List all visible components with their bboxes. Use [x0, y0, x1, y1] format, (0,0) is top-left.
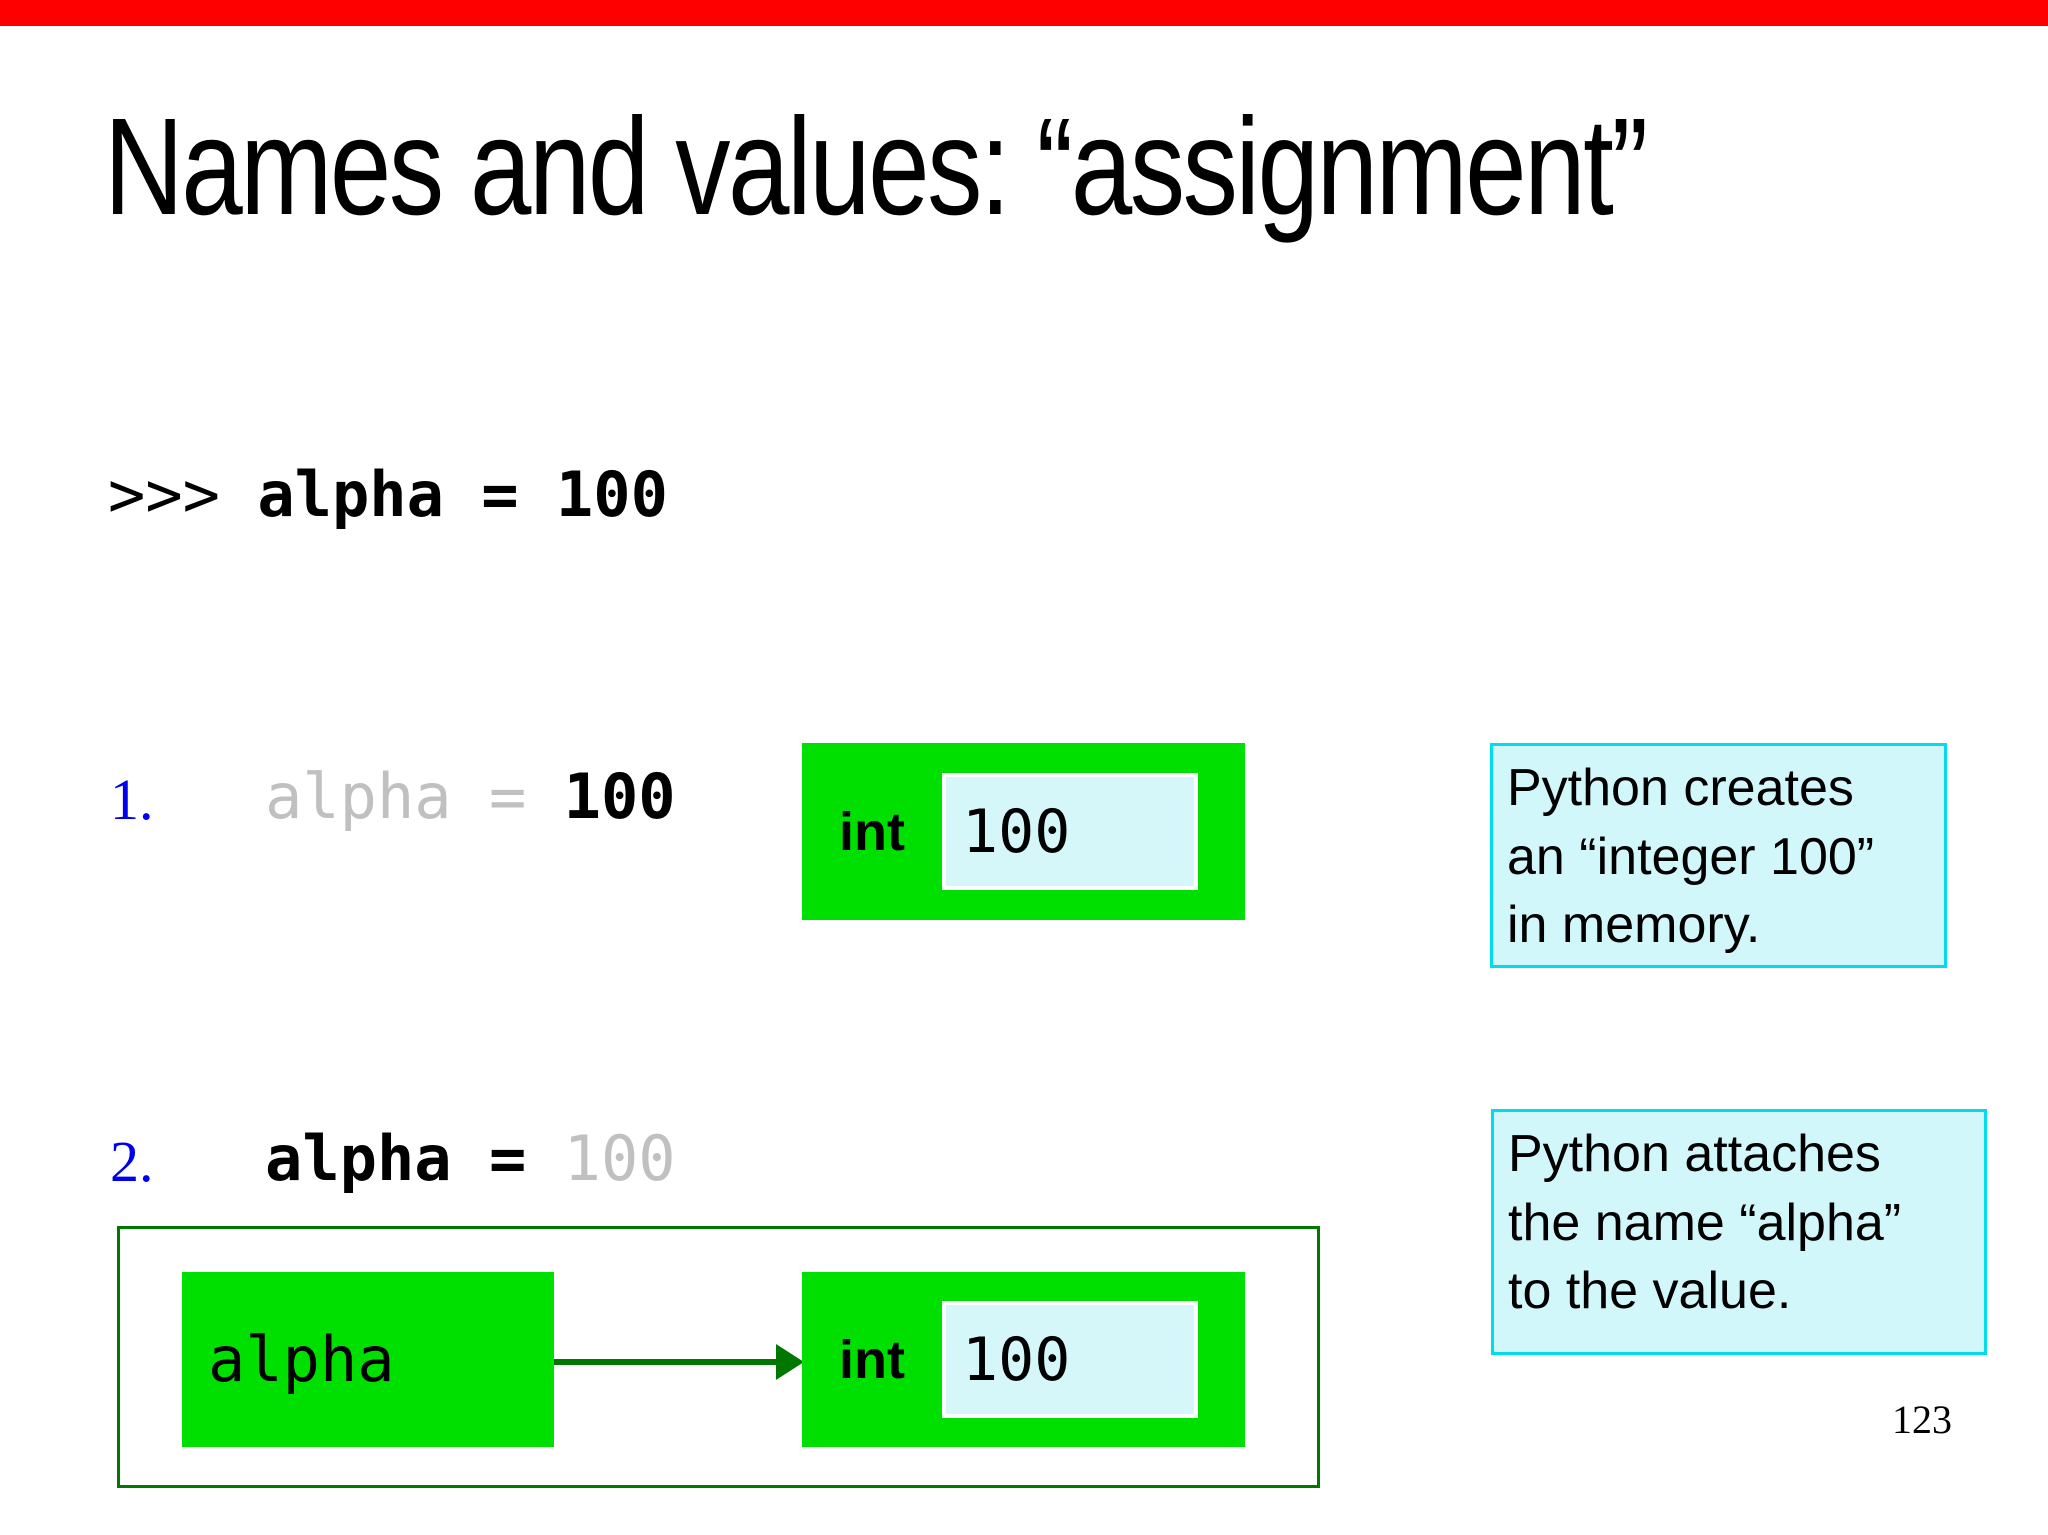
step2-int-value-box: 100 — [942, 1301, 1198, 1418]
step1-note: Python creates an “integer 100” in memor… — [1490, 743, 1947, 968]
step1-code: alpha = 100 — [265, 760, 676, 833]
step2-code-dim: 100 — [563, 1122, 676, 1195]
slide-title: Names and values: “assignment” — [104, 90, 1648, 244]
step2-int-object-box: int 100 — [802, 1272, 1245, 1447]
step2-note: Python attaches the name “alpha” to the … — [1491, 1109, 1987, 1355]
repl-line: >>> alpha = 100 — [108, 458, 668, 531]
step1-int-object-box: int 100 — [802, 743, 1245, 920]
binding-arrow-icon — [554, 1344, 804, 1380]
step2-number: 2. — [110, 1129, 154, 1194]
step1-code-dim: alpha = — [265, 760, 564, 833]
step2-code: alpha = 100 — [265, 1122, 676, 1195]
alpha-name-box: alpha — [182, 1272, 554, 1447]
step2-int-type-label: int — [839, 1329, 905, 1390]
step2-code-strong: alpha = — [265, 1122, 564, 1195]
top-accent-bar — [0, 0, 2048, 26]
repl-code: alpha = 100 — [257, 458, 668, 531]
step1-int-value-box: 100 — [942, 773, 1198, 890]
step1-number: 1. — [110, 767, 154, 832]
step1-code-strong: 100 — [563, 760, 676, 833]
repl-prompt: >>> — [108, 458, 258, 531]
step1-int-type-label: int — [839, 801, 905, 862]
page-number: 123 — [1892, 1397, 1952, 1442]
